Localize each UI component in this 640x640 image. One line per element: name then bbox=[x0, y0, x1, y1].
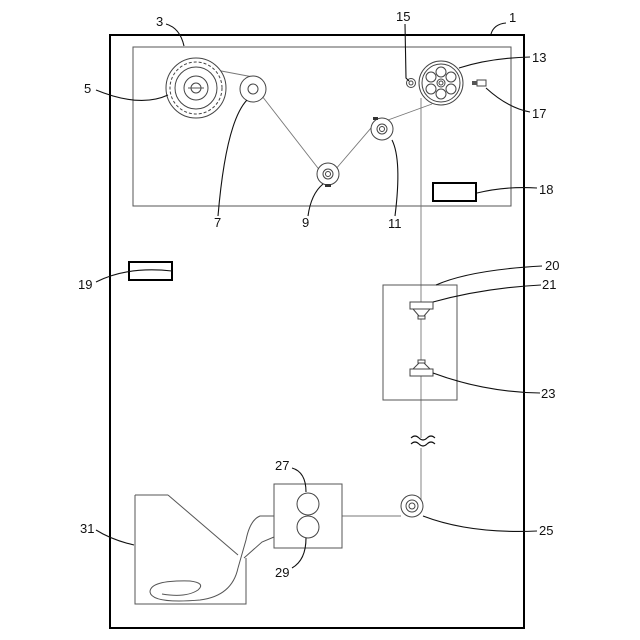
break-symbol bbox=[411, 436, 435, 446]
roller-7 bbox=[240, 76, 266, 102]
label-20: 20 bbox=[545, 258, 559, 273]
label-3: 3 bbox=[156, 14, 163, 29]
label-17: 17 bbox=[532, 106, 546, 121]
print-unit-20 bbox=[383, 285, 457, 400]
label-18: 18 bbox=[539, 182, 553, 197]
collection-bin bbox=[135, 495, 274, 604]
reference-labels: 1 3 5 7 9 11 13 15 17 18 19 20 21 23 25 … bbox=[78, 9, 559, 580]
label-5: 5 bbox=[84, 81, 91, 96]
control-box-18 bbox=[433, 183, 476, 201]
label-15: 15 bbox=[396, 9, 410, 24]
label-21: 21 bbox=[542, 277, 556, 292]
leader-lines bbox=[96, 23, 542, 568]
pinch-unit bbox=[274, 484, 342, 548]
label-25: 25 bbox=[539, 523, 553, 538]
outer-frame bbox=[110, 35, 524, 628]
label-9: 9 bbox=[302, 215, 309, 230]
film-path bbox=[216, 70, 432, 516]
label-11: 11 bbox=[388, 216, 402, 231]
label-1: 1 bbox=[509, 10, 516, 25]
label-19: 19 bbox=[78, 277, 92, 292]
takeup-reel bbox=[419, 61, 463, 105]
label-23: 23 bbox=[541, 386, 555, 401]
label-27: 27 bbox=[275, 458, 289, 473]
label-7: 7 bbox=[214, 215, 221, 230]
label-31: 31 bbox=[80, 521, 94, 536]
label-13: 13 bbox=[532, 50, 546, 65]
roller-11 bbox=[371, 117, 393, 140]
roller-9 bbox=[317, 163, 339, 187]
sensor-17 bbox=[472, 80, 486, 86]
roller-25 bbox=[401, 495, 423, 517]
label-29: 29 bbox=[275, 565, 289, 580]
supply-reel bbox=[166, 58, 226, 118]
